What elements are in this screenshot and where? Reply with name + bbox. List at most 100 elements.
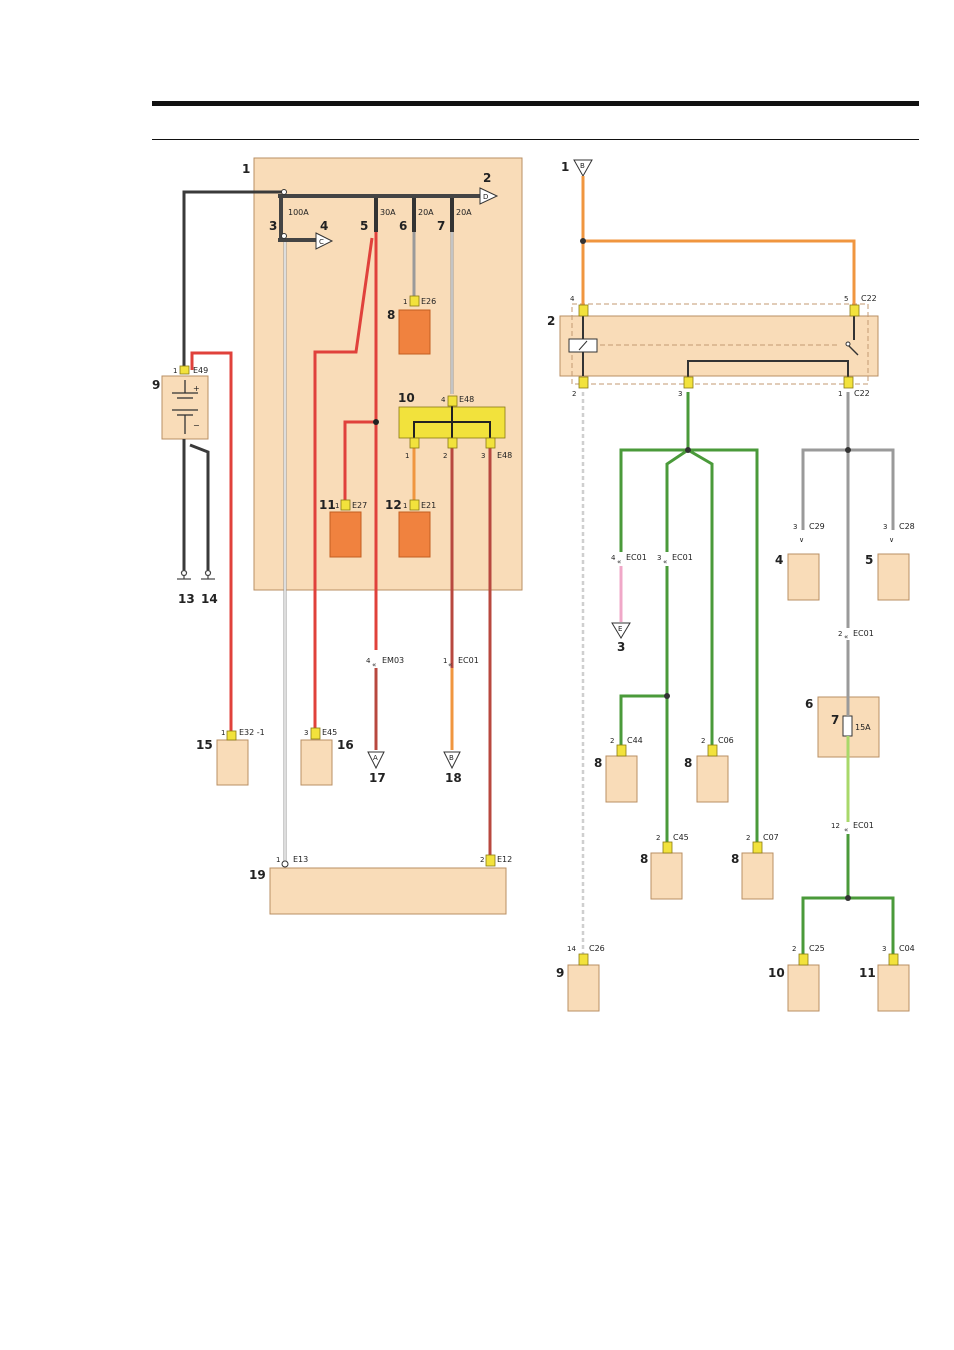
pin-num-ec01: 1 xyxy=(443,657,447,665)
module-11 xyxy=(329,511,362,558)
splice-dot xyxy=(373,419,379,425)
conn-e12: E12 xyxy=(497,855,512,864)
conn-c45: C45 xyxy=(673,833,689,842)
pin-c22-2 xyxy=(578,376,589,389)
conn-e26: E26 xyxy=(421,297,436,306)
conn-c22-bottom: C22 xyxy=(854,389,870,398)
conn-c28: C28 xyxy=(899,522,915,531)
pin-c25 xyxy=(798,953,809,966)
wire-green-ec01-4 xyxy=(619,448,688,552)
pin-c22-4 xyxy=(578,304,589,317)
component-9 xyxy=(567,964,600,1012)
component-11 xyxy=(877,964,910,1012)
pin-num-c22-1: 1 xyxy=(838,390,842,398)
fuse-15a-icon xyxy=(842,715,853,737)
pin-c04 xyxy=(888,953,899,966)
label-12: 12 xyxy=(385,498,402,512)
terminal-a-icon xyxy=(367,751,385,770)
splice-green xyxy=(685,447,691,453)
splice-orange xyxy=(580,238,586,244)
terminal-a-label: A xyxy=(373,754,378,762)
pin-num-e12: 2 xyxy=(480,856,484,864)
wire-grey-c29 xyxy=(801,448,848,530)
component-10 xyxy=(787,964,820,1012)
label-8: 8 xyxy=(387,308,395,322)
fuse-box-panel xyxy=(253,157,523,591)
relay-coil-slash xyxy=(578,340,588,351)
r-label-2: 2 xyxy=(547,314,555,328)
conn-c44: C44 xyxy=(627,736,643,745)
label-10: 10 xyxy=(398,391,415,405)
terminal-b-right-label: B xyxy=(580,162,585,170)
r-label-8a: 8 xyxy=(594,756,602,770)
conn-c25: C25 xyxy=(809,944,825,953)
wire-green-c07 xyxy=(688,448,759,845)
label-5: 5 xyxy=(360,219,368,233)
pin-num-e13: 1 xyxy=(276,856,280,864)
bus-node xyxy=(281,189,287,195)
wire-red-e27 xyxy=(343,420,376,500)
label-9: 9 xyxy=(152,378,160,392)
pin-num-c04: 3 xyxy=(882,945,886,953)
pin-c06 xyxy=(707,744,718,757)
splice-grey xyxy=(845,447,851,453)
terminal-b-icon xyxy=(443,751,461,770)
r-label-11: 11 xyxy=(859,966,876,980)
wire-green-c25 xyxy=(801,896,848,958)
pin-e32 xyxy=(226,730,237,741)
label-15: 15 xyxy=(196,738,213,752)
module-16 xyxy=(300,739,333,786)
conn-ec01-d: EC01 xyxy=(853,821,874,830)
r-label-5: 5 xyxy=(865,553,873,567)
battery-symbol xyxy=(172,380,198,434)
conn-c07: C07 xyxy=(763,833,779,842)
label-11: 11 xyxy=(319,498,336,512)
relay-switch-icon xyxy=(847,344,859,356)
wire-red-e32 xyxy=(190,351,233,734)
pin-num-c44: 2 xyxy=(610,737,614,745)
switch-contact xyxy=(845,341,851,347)
terminal-c-icon xyxy=(315,232,334,250)
inline-mark-ec01-12: « xyxy=(844,826,848,834)
pin-num-e26: 1 xyxy=(403,298,407,306)
fuse-rating-100a: 100A xyxy=(288,208,309,217)
pin-num-c45: 2 xyxy=(656,834,660,842)
pin-num-ec01-d: 12 xyxy=(831,822,840,830)
label-14: 14 xyxy=(201,592,218,606)
component-5 xyxy=(877,553,910,601)
terminal-d-label: D xyxy=(483,193,488,201)
pin-c44 xyxy=(616,744,627,757)
fuse-rating-20a-6: 20A xyxy=(418,208,434,217)
component-8c xyxy=(650,852,683,900)
splice-green-c44 xyxy=(664,693,670,699)
pin-e26 xyxy=(409,295,420,307)
label-1: 1 xyxy=(242,162,250,176)
pin-c45 xyxy=(662,841,673,854)
conn-c29: C29 xyxy=(809,522,825,531)
conn-e45: E45 xyxy=(322,728,337,737)
inline-mark-c29: ∨ xyxy=(799,536,804,544)
pin-num-e27: 1 xyxy=(335,502,339,510)
module-19 xyxy=(269,867,507,915)
pin-num-c22-3: 3 xyxy=(678,390,682,398)
pin-num-e49: 1 xyxy=(173,367,177,375)
wire-green-c04 xyxy=(848,896,895,958)
inline-mark-em03: « xyxy=(372,661,376,669)
label-18: 18 xyxy=(445,771,462,785)
pin-c22-3 xyxy=(683,376,694,389)
header-rule-thin xyxy=(152,139,919,140)
pin-e21 xyxy=(409,499,420,511)
conn-e48-bottom: E48 xyxy=(497,451,512,460)
pin-e48-top xyxy=(447,395,458,407)
module-8 xyxy=(398,309,431,355)
wire-grey-c28 xyxy=(848,448,895,530)
pin-num-c29: 3 xyxy=(793,523,797,531)
pin-c22-5 xyxy=(849,304,860,317)
fuse-rating-15a: 15A xyxy=(855,723,871,732)
conn-c04: C04 xyxy=(899,944,915,953)
r-label-6: 6 xyxy=(805,697,813,711)
pin-num-ec01-a: 4 xyxy=(611,554,616,562)
splice-lower xyxy=(845,895,851,901)
inline-mark-ec01: « xyxy=(448,661,452,669)
terminal-b-right-icon xyxy=(573,159,593,178)
